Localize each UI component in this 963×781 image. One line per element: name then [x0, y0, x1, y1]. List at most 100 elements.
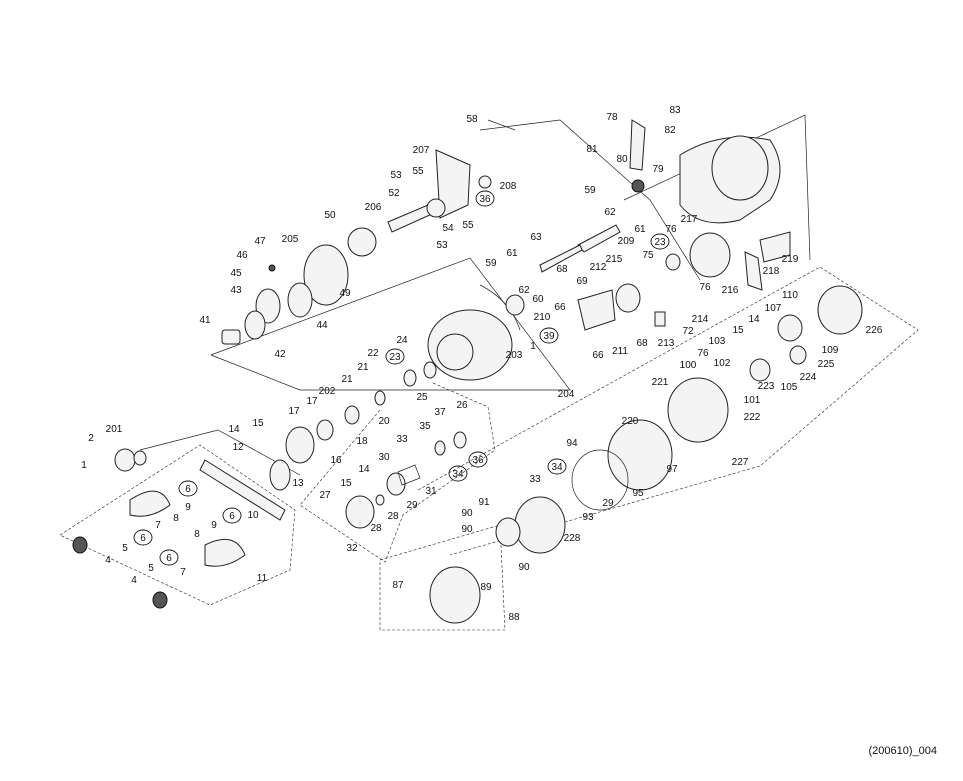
part-109-washer	[789, 345, 807, 365]
part-label: 5	[148, 563, 154, 574]
part-label: 59	[584, 185, 596, 196]
part-label-text: 12	[232, 442, 244, 453]
part-label-text: 45	[230, 268, 242, 279]
part-47-screw	[268, 264, 276, 272]
part-label-text: 102	[714, 358, 731, 369]
part-label-text: 223	[758, 381, 775, 392]
part-label-text: 34	[551, 462, 563, 473]
part-label: 25	[416, 392, 428, 403]
part-label-text: 21	[341, 374, 353, 385]
part-label: 202	[319, 386, 336, 397]
part-label: 13	[292, 478, 304, 489]
part-107-plate	[777, 314, 803, 342]
handle-assembly	[72, 448, 291, 609]
part-label: 37	[434, 407, 446, 418]
part-label-text: 35	[419, 421, 431, 432]
part-label-text: 76	[665, 224, 677, 235]
part-label: 224	[800, 372, 817, 383]
part-label-text: 202	[319, 386, 336, 397]
part-208-washer	[478, 175, 492, 189]
part-label-text: 79	[652, 164, 664, 175]
part-label-text: 219	[782, 254, 799, 265]
part-label: 43	[230, 285, 242, 296]
part-label: 39	[539, 327, 559, 344]
part-label: 225	[818, 359, 835, 370]
part-label: 1	[530, 341, 536, 352]
part-label-text: 28	[387, 511, 399, 522]
part-label: 90	[461, 508, 473, 519]
part-label-text: 7	[180, 567, 186, 578]
part-label-text: 11	[257, 573, 268, 584]
part-label: 66	[554, 302, 566, 313]
part-35-ring	[453, 431, 467, 449]
part-label: 212	[590, 262, 607, 273]
part-label-text: 95	[632, 488, 644, 499]
part-label-text: 78	[606, 112, 618, 123]
part-label: 63	[530, 232, 542, 243]
frame-assembly	[539, 119, 791, 291]
part-label: 4	[131, 575, 137, 586]
part-label: 21	[357, 362, 369, 373]
part-label: 15	[732, 325, 744, 336]
part-label-text: 68	[636, 338, 648, 349]
part-label: 20	[378, 416, 390, 427]
part-label: 213	[658, 338, 675, 349]
part-label-text: 68	[556, 264, 568, 275]
part-label: 58	[466, 114, 478, 125]
part-label-circle	[650, 233, 670, 250]
part-label-text: 226	[866, 325, 883, 336]
part-label-circle	[133, 529, 153, 546]
part-label-text: 37	[434, 407, 446, 418]
part-label: 32	[346, 543, 358, 554]
part-label: 215	[606, 254, 623, 265]
part-202-bearing	[344, 405, 360, 425]
part-label: 45	[230, 268, 242, 279]
part-label-text: 94	[566, 438, 578, 449]
part-label-text: 207	[413, 145, 430, 156]
part-label: 79	[652, 164, 664, 175]
part-label: 14	[358, 464, 370, 475]
part-4-cap-top	[72, 536, 88, 554]
part-label: 35	[419, 421, 431, 432]
part-label-text: 28	[370, 523, 382, 534]
part-13-retainer	[269, 459, 291, 491]
part-label-text: 110	[782, 290, 798, 301]
part-label-circle	[222, 507, 242, 524]
part-label: 89	[480, 582, 492, 593]
part-label-text: 34	[452, 469, 464, 480]
part-21-ring	[374, 390, 386, 406]
part-label-text: 25	[416, 392, 428, 403]
part-label: 201	[106, 424, 123, 435]
part-91-plate	[495, 517, 521, 547]
part-label: 209	[618, 236, 635, 247]
part-blade	[479, 284, 521, 331]
part-label-circle	[385, 348, 405, 365]
part-label: 27	[319, 490, 331, 501]
part-101-disc	[749, 358, 771, 382]
part-44-plate	[287, 282, 313, 318]
part-221-ring	[667, 377, 729, 443]
part-31-plate	[397, 464, 421, 486]
part-label: 103	[709, 336, 726, 347]
part-label-text: 83	[669, 105, 681, 116]
part-label: 93	[582, 512, 594, 523]
part-label: 11	[257, 573, 268, 584]
part-label-text: 97	[666, 464, 678, 475]
part-label-text: 90	[461, 508, 473, 519]
part-label: 219	[782, 254, 799, 265]
part-label-text: 87	[392, 580, 404, 591]
part-label: 83	[669, 105, 681, 116]
part-label: 95	[632, 488, 644, 499]
part-label-text: 15	[732, 325, 744, 336]
part-label-text: 31	[425, 486, 437, 497]
part-label-text: 82	[664, 125, 676, 136]
part-label-text: 76	[699, 282, 711, 293]
right-sideplate-assembly	[429, 285, 863, 624]
part-205-main-gear	[303, 244, 349, 306]
part-label-text: 201	[106, 424, 123, 435]
part-label-circle	[547, 458, 567, 475]
part-label-circle	[178, 480, 198, 497]
part-label: 53	[436, 240, 448, 251]
part-label: 54	[442, 223, 454, 234]
